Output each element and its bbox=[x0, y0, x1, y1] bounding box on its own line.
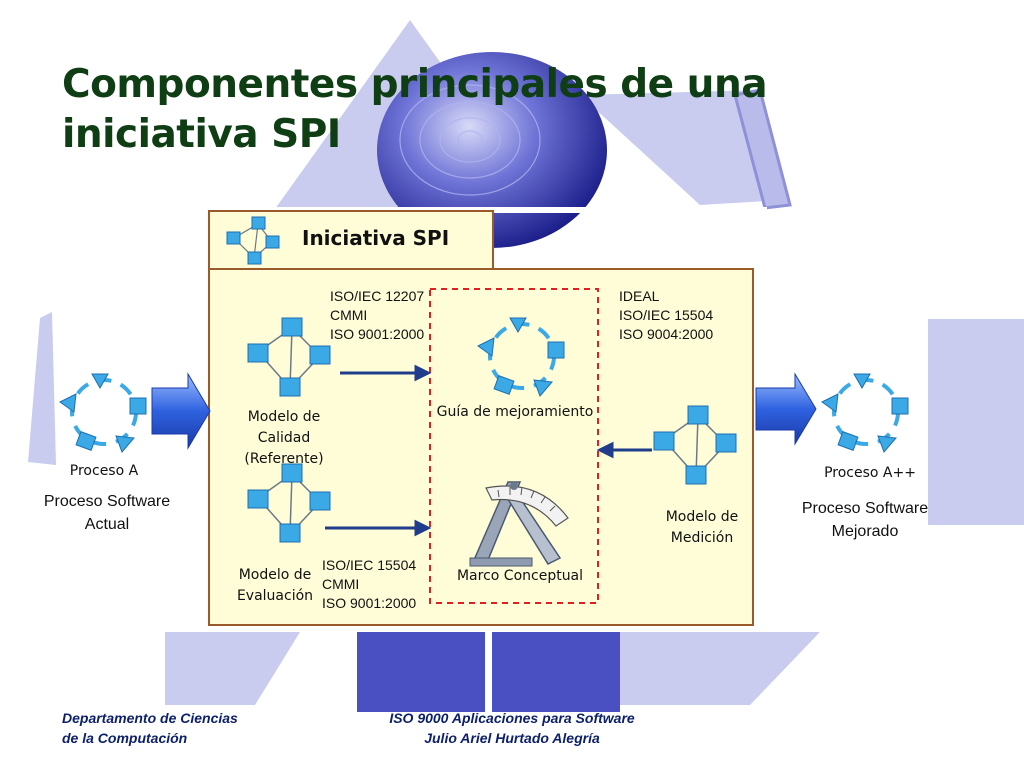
standards-top-right: IDEAL ISO/IEC 15504 ISO 9004:2000 bbox=[619, 287, 713, 344]
network-icon bbox=[653, 405, 737, 485]
standard-item: ISO/IEC 15504 bbox=[322, 557, 417, 573]
decor-arrow-top bbox=[733, 88, 792, 210]
measurement-model-label: Modelo de Medición bbox=[652, 507, 752, 549]
decor-left-wedge bbox=[28, 312, 56, 465]
title-line-1: Componentes principales de una bbox=[62, 62, 768, 107]
current-process-line-1: Proceso Software bbox=[43, 493, 171, 510]
cycle-icon bbox=[821, 373, 909, 453]
standard-item: CMMI bbox=[330, 307, 368, 323]
evaluation-model-line-1: Modelo de bbox=[238, 567, 312, 583]
cycle-icon bbox=[59, 373, 147, 453]
measurement-model-line-2: Medición bbox=[670, 530, 734, 546]
quality-model-line-1: Modelo de Calidad bbox=[247, 409, 321, 446]
footer-dept-line-2: de la Computación bbox=[62, 730, 188, 746]
standard-item: ISO 9001:2000 bbox=[330, 326, 425, 342]
footer-course: ISO 9000 Aplicaciones para Software Juli… bbox=[350, 708, 674, 748]
standards-top-left: ISO/IEC 12207 CMMI ISO 9001:2000 bbox=[330, 287, 424, 344]
quality-model-label: Modelo de Calidad (Referente) bbox=[222, 407, 346, 470]
page-title: Componentes principales de una iniciativ… bbox=[62, 60, 822, 160]
footer-department: Departamento de Ciencias de la Computaci… bbox=[62, 708, 238, 748]
evaluation-model-label: Modelo de Evaluación bbox=[228, 565, 322, 607]
standard-item: ISO 9001:2000 bbox=[322, 595, 417, 611]
measurement-model-line-1: Modelo de bbox=[665, 509, 739, 525]
decor-bottom-block-1 bbox=[357, 632, 485, 712]
standard-item: ISO 9004:2000 bbox=[619, 326, 714, 342]
standard-item: ISO/IEC 12207 bbox=[330, 288, 425, 304]
network-icon bbox=[247, 463, 331, 543]
ruler-icon bbox=[469, 481, 569, 567]
footer-dept-line-1: Departamento de Ciencias bbox=[62, 710, 238, 726]
current-process-caption: Proceso Software Actual bbox=[22, 490, 192, 536]
footer-course-line-1: ISO 9000 Aplicaciones para Software bbox=[389, 710, 635, 726]
footer-course-line-2: Julio Ariel Hurtado Alegría bbox=[424, 730, 600, 746]
decor-bottom-left bbox=[165, 632, 300, 705]
decor-right-rect bbox=[928, 319, 1024, 525]
current-process-line-2: Actual bbox=[84, 516, 130, 533]
decor-band-top bbox=[580, 90, 785, 205]
evaluation-model-line-2: Evaluación bbox=[236, 588, 314, 604]
improved-process-caption: Proceso Software Mejorado bbox=[780, 497, 950, 543]
decor-globe bbox=[377, 52, 607, 248]
improved-process-line-2: Mejorado bbox=[831, 523, 899, 540]
decor-bottom-right bbox=[620, 632, 820, 705]
quality-model-line-2: (Referente) bbox=[244, 451, 324, 467]
conceptual-framework-label: Marco Conceptual bbox=[456, 568, 584, 584]
standard-item: CMMI bbox=[322, 576, 360, 592]
cycle-icon bbox=[477, 317, 565, 397]
initiative-title: Iniciativa SPI bbox=[302, 226, 450, 250]
standard-item: ISO/IEC 15504 bbox=[619, 307, 714, 323]
process-a-label: Proceso A bbox=[69, 463, 139, 479]
process-a-pp-label: Proceso A++ bbox=[824, 465, 916, 481]
decor-bottom-block-2 bbox=[492, 632, 620, 712]
improved-process-line-1: Proceso Software bbox=[801, 500, 929, 517]
network-icon bbox=[247, 317, 331, 397]
improvement-guide-label: Guía de mejoramiento bbox=[436, 404, 594, 420]
standards-bottom: ISO/IEC 15504 CMMI ISO 9001:2000 bbox=[322, 556, 416, 613]
standard-item: IDEAL bbox=[619, 288, 660, 304]
network-icon bbox=[226, 216, 280, 265]
title-line-2: iniciativa SPI bbox=[62, 112, 341, 157]
